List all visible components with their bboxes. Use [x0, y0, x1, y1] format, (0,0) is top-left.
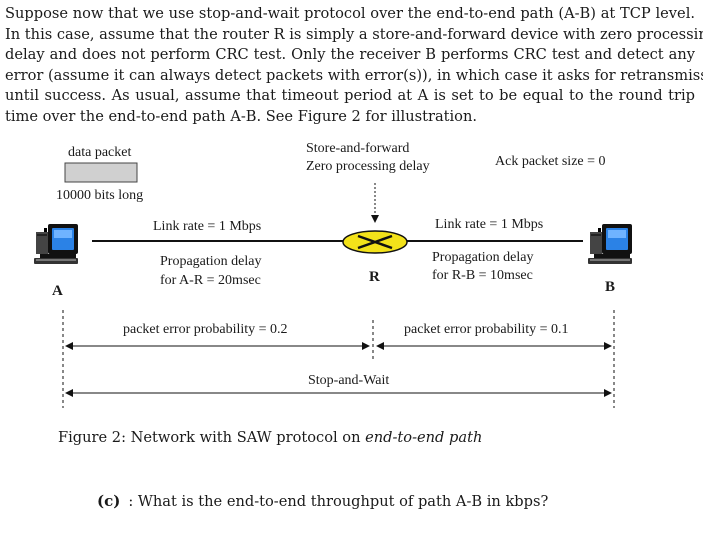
paragraph-line: Suppose now that we use stop-and-wait pr…: [5, 5, 695, 22]
data-packet-box: [64, 162, 138, 183]
problem-paragraph: Suppose now that we use stop-and-wait pr…: [5, 4, 703, 128]
figure-caption: Figure 2: Network with SAW protocol on e…: [58, 429, 482, 446]
protocol-label: Stop-and-Wait: [308, 373, 390, 388]
error-rb-label: packet error probability = 0.1: [404, 322, 569, 337]
paragraph-line: In this case, assume that the router R i…: [5, 25, 703, 43]
packet-size-label: 10000 bits long: [56, 188, 144, 203]
link-ar-rate-label: Link rate = 1 Mbps: [153, 219, 262, 234]
link-rb-rate-label: Link rate = 1 Mbps: [435, 217, 544, 232]
node-a-label: A: [52, 283, 63, 299]
paragraph-line: error (assume it can always detect packe…: [5, 66, 703, 84]
caption-prefix: Figure 2: Network with SAW protocol on: [58, 429, 366, 446]
question-text: : What is the end-to-end throughput of p…: [128, 493, 549, 510]
paragraph-line: time over the end-to-end path A-B. See F…: [5, 107, 478, 125]
computer-a-icon: [34, 224, 78, 264]
node-r-label: R: [369, 269, 380, 285]
paragraph-line: until success. As usual, assume that tim…: [5, 87, 695, 105]
router-icon: [342, 230, 408, 254]
data-packet-label: data packet: [68, 145, 132, 160]
computer-b-icon: [588, 224, 632, 264]
router-type-line1: Store-and-forward: [306, 141, 410, 156]
error-ar-label: packet error probability = 0.2: [123, 322, 288, 337]
question: (c) : What is the end-to-end throughput o…: [97, 492, 548, 510]
prop-ar-line1: Propagation delay: [160, 254, 262, 269]
paragraph-line: delay and does not perform CRC test. Onl…: [5, 46, 695, 64]
prop-rb-line2: for R-B = 10msec: [432, 268, 533, 283]
router-type-line2: Zero processing delay: [306, 159, 430, 174]
prop-ar-line2: for A-R = 20msec: [160, 273, 261, 288]
question-number: (c): [97, 492, 121, 510]
prop-rb-line1: Propagation delay: [432, 250, 534, 265]
node-b-label: B: [605, 279, 616, 295]
ack-size-label: Ack packet size = 0: [495, 154, 606, 169]
caption-italic: end-to-end path: [365, 429, 483, 446]
